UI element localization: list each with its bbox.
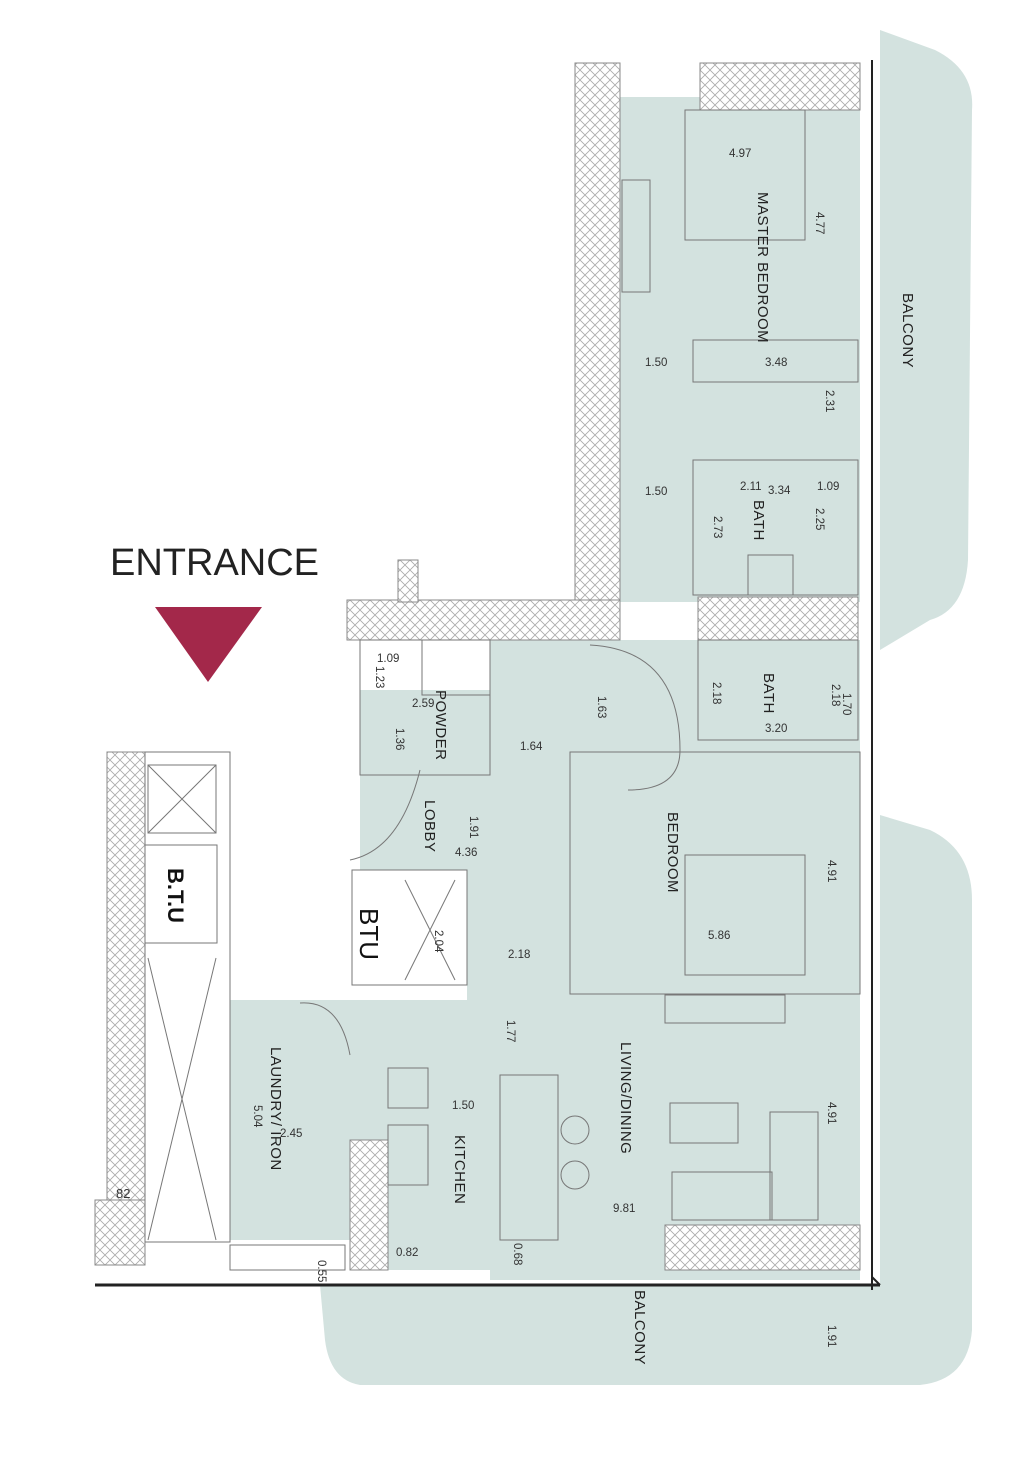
dim-label: 5.86 [708,930,730,942]
entrance-arrow-icon [155,607,262,682]
room-label-living-dining: LIVING/DINING [617,1042,634,1154]
dim-label: 4.36 [455,847,477,859]
dim-label: 1.50 [645,486,667,498]
room-label-balcony-bottom: BALCONY [631,1290,648,1365]
dim-label: 1.70 [840,693,852,715]
dim-label: 2.45 [280,1128,302,1140]
dim-label: 4.91 [825,1102,837,1124]
room-label-powder: POWDER [432,690,449,761]
dim-label: 2.18 [829,684,841,706]
btu-label: BTU [354,908,384,960]
dim-label: 3.34 [768,485,791,497]
dim-label: 2.59 [412,698,434,710]
dim-label: 2.25 [813,508,825,530]
dim-label: 1.36 [393,728,405,750]
dim-label: 2.31 [823,390,835,412]
btu-label-shaft: B.T.U [163,868,188,923]
dim-label: 82 [116,1186,130,1201]
room-label-kitchen: KITCHEN [451,1135,468,1204]
dim-label: 2.18 [508,949,530,961]
entrance-label: ENTRANCE [110,542,319,584]
dim-label: 0.55 [315,1260,327,1282]
dim-label: 2.04 [432,930,444,953]
room-label-lobby: LOBBY [421,800,438,853]
dim-label: 1.09 [377,653,399,665]
dim-label: 1.50 [452,1100,474,1112]
partitions [229,109,861,1271]
window-line [95,60,881,1290]
room-label-bath-1: BATH [750,500,767,541]
room-label-bath-2: BATH [760,673,777,714]
shaft [144,751,468,1243]
dim-label: 2.73 [711,516,723,538]
dim-label: 9.81 [613,1203,635,1215]
room-label-bedroom: BEDROOM [664,812,681,893]
dim-label: 1.91 [825,1325,837,1347]
walls [94,62,861,1271]
dim-label: 3.20 [765,723,787,735]
balcony-lower [320,815,972,1385]
dim-label: 1.09 [817,481,839,493]
dim-label: 1.50 [645,357,667,369]
room-label-balcony-right: BALCONY [899,293,916,368]
dim-label: 5.04 [251,1105,263,1128]
room-label-master-bedroom: MASTER BEDROOM [754,192,771,343]
dim-label: 4.77 [813,212,825,234]
dim-label: 4.91 [825,860,837,882]
dim-label: 1.91 [467,816,479,838]
dim-label: 2.18 [710,682,722,704]
dim-label: 1.64 [520,741,543,753]
dim-label: 2.11 [740,481,762,493]
balcony-right [880,30,973,650]
dim-label: 4.97 [729,148,751,160]
room-label-laundry: LAUNDRY/ IRON [267,1047,284,1171]
dim-label: 1.63 [595,696,607,718]
dim-label: 1.23 [373,666,385,688]
dim-label: 0.82 [396,1247,418,1259]
dim-label: 1.77 [504,1020,516,1042]
dim-label: 3.48 [765,357,787,369]
dim-label: 0.68 [511,1243,523,1265]
